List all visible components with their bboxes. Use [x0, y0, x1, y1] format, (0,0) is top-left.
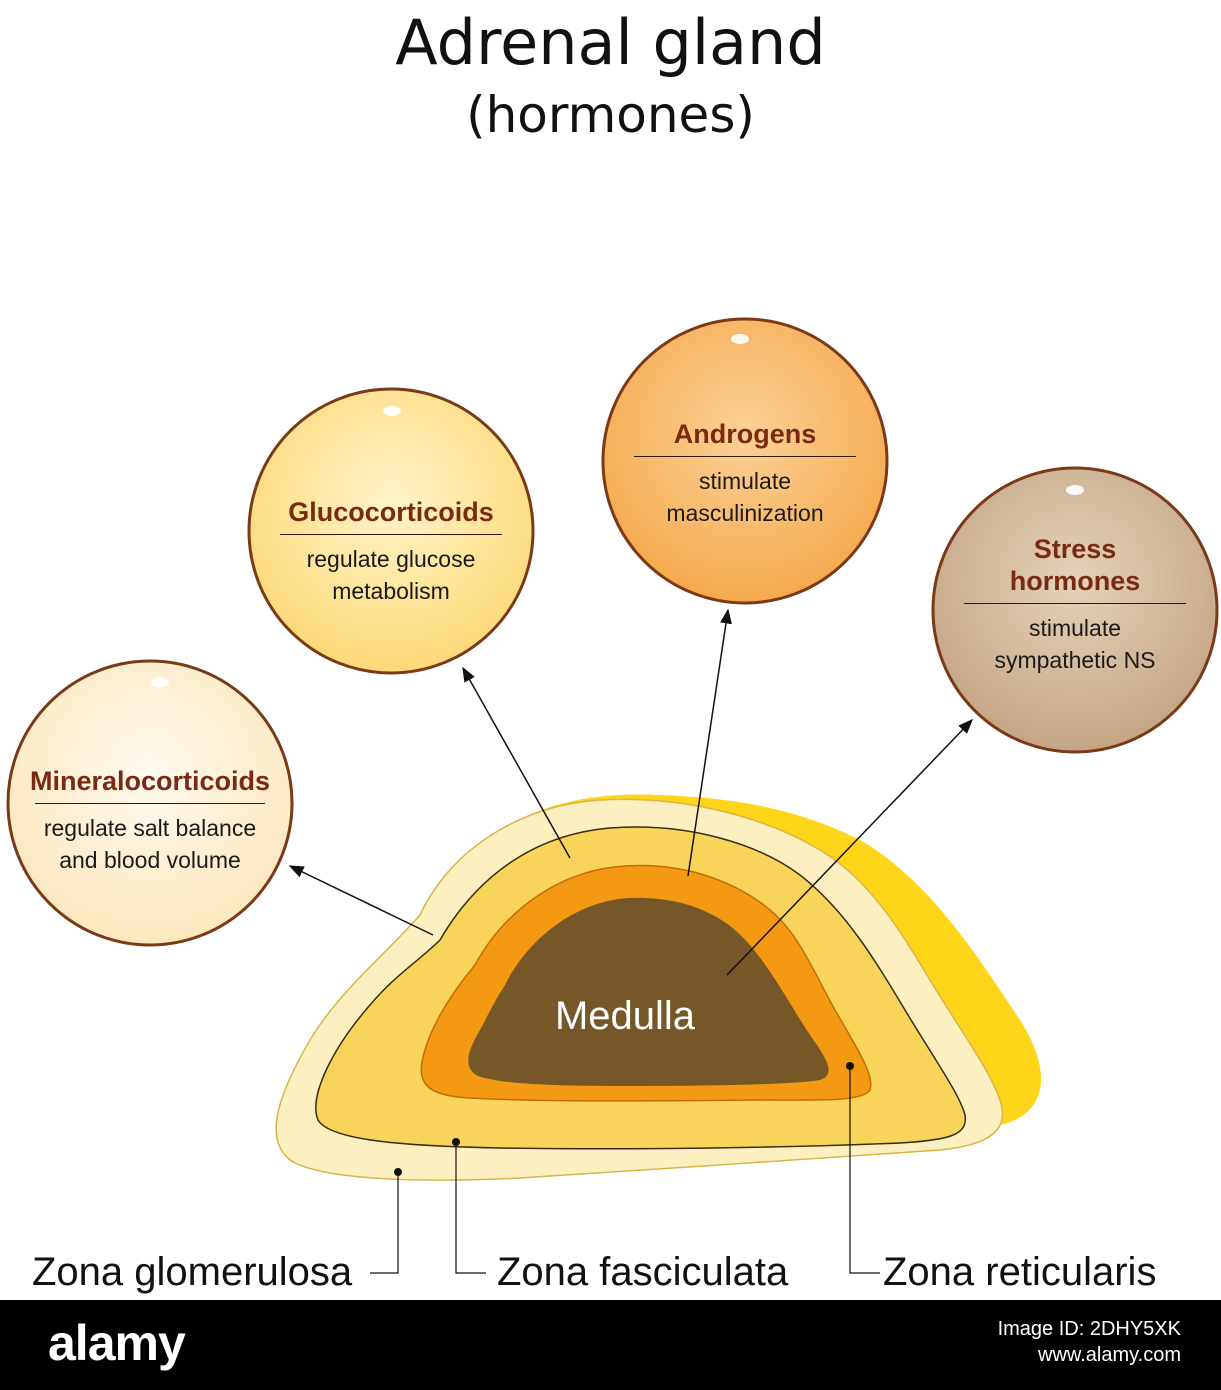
reticularis-leader-line	[849, 1066, 880, 1274]
androgens-text: Androgens stimulate masculinization	[620, 418, 870, 529]
page-subtitle: (hormones)	[466, 86, 755, 144]
glare-highlight	[731, 334, 749, 344]
hormone-description-line: masculinization	[666, 500, 824, 526]
diagram-canvas: Adrenal gland (hormones) Mineralocortico…	[6, 6, 1219, 1294]
hormone-description-line: stimulate	[1028, 615, 1122, 641]
circle-stress-hormones	[931, 466, 1219, 754]
arrow-stress-hormones	[726, 718, 974, 976]
site-url-text: www.alamy.com	[1038, 1344, 1181, 1366]
glomerulosa-leader-line	[370, 1172, 399, 1274]
divider	[280, 534, 502, 535]
hormone-description-line: and blood volume	[59, 847, 241, 873]
divider	[35, 803, 265, 804]
zona-reticularis-label: Zona reticularis	[883, 1250, 1157, 1294]
hormone-description-line: sympathetic NS	[994, 647, 1156, 673]
zona-fasciculata-label: Zona fasciculata	[497, 1250, 789, 1294]
fasciculata-leader-line	[455, 1142, 486, 1274]
hormone-name: Stress hormones	[1009, 534, 1141, 596]
stress-hormones-text: Stress hormones stimulate sympathetic NS	[955, 533, 1195, 676]
medulla-label: Medulla	[554, 994, 696, 1038]
mineralocorticoids-text: Mineralocorticoids regulate salt balance…	[20, 765, 280, 876]
hormone-name: Androgens	[673, 419, 817, 449]
page-title: Adrenal gland	[395, 6, 826, 79]
glucocorticoids-text: Glucocorticoids regulate glucose metabol…	[266, 496, 516, 607]
diagram-svg	[6, 317, 1219, 1274]
circle-androgens	[601, 317, 889, 605]
arrow-androgens	[687, 608, 732, 877]
image-id-text: Image ID: 2DHY5XK	[997, 1318, 1181, 1340]
arrow-glucocorticoids	[462, 666, 571, 859]
image-id-block: Image ID: 2DHY5XK www.alamy.com	[998, 1316, 1181, 1368]
hormone-description-line: regulate glucose	[306, 546, 476, 572]
hormone-name: Mineralocorticoids	[29, 766, 271, 796]
hormone-description-line: stimulate	[698, 468, 792, 494]
hormone-description-line: metabolism	[332, 578, 450, 604]
watermark-footer: alamy Image ID: 2DHY5XK www.alamy.com	[0, 1300, 1221, 1390]
hormone-description-line: regulate salt balance	[43, 815, 257, 841]
glare-highlight	[151, 677, 169, 687]
circle-glucocorticoids	[247, 387, 535, 675]
alamy-logo: alamy	[48, 1315, 186, 1371]
divider	[634, 456, 856, 457]
glare-highlight	[1066, 485, 1084, 495]
glare-highlight	[383, 406, 401, 416]
hormone-name: Glucocorticoids	[288, 497, 494, 527]
zona-glomerulosa-label: Zona glomerulosa	[32, 1250, 353, 1294]
medulla-shape	[468, 897, 829, 1086]
divider	[964, 603, 1186, 604]
arrow-mineralocorticoids	[288, 865, 434, 936]
